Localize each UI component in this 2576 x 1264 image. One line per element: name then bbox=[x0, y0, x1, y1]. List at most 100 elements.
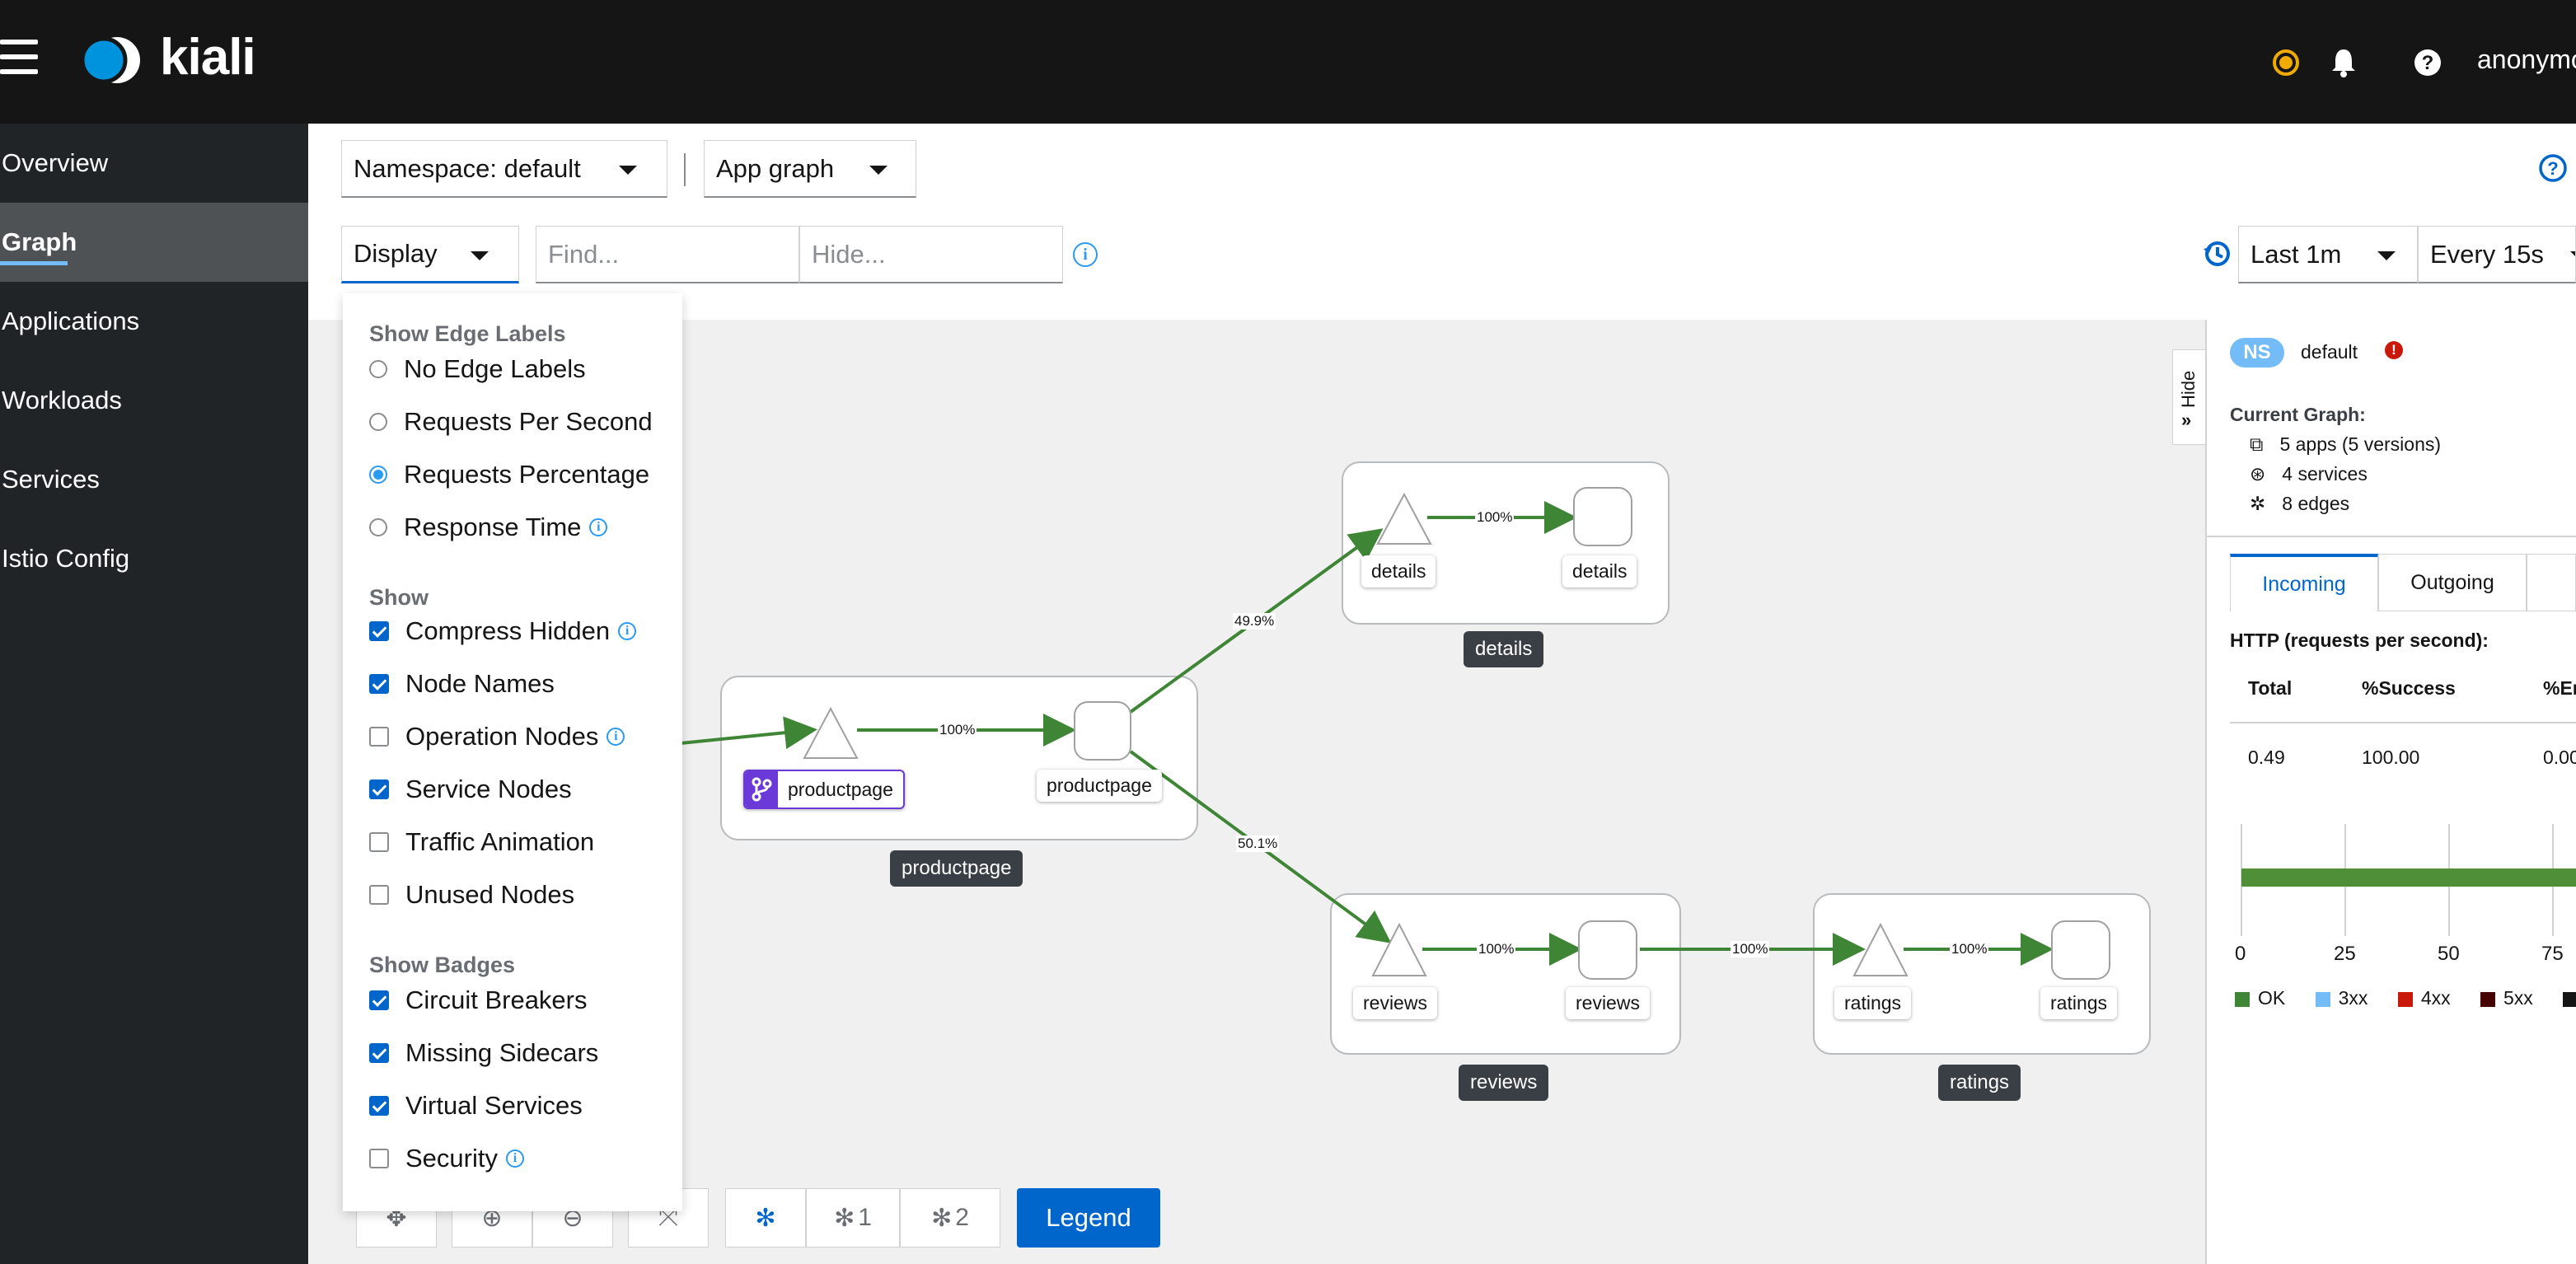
tick-75: 75 bbox=[2541, 943, 2564, 965]
col-success: %Success bbox=[2362, 677, 2456, 699]
app-label-reviews[interactable]: reviews bbox=[1353, 987, 1437, 1019]
nav-services[interactable]: Services bbox=[2, 465, 100, 494]
menu-toggle-icon[interactable] bbox=[0, 38, 40, 77]
service-node-reviews bbox=[1578, 920, 1637, 980]
http-title: HTTP (requests per second): bbox=[2230, 630, 2489, 651]
namespace-badge: NS bbox=[2230, 338, 2284, 367]
edge-label-ratings-inner: 100% bbox=[1950, 941, 1989, 957]
nav-istio-config[interactable]: Istio Config bbox=[2, 544, 130, 573]
radio-requests-per-second[interactable]: Requests Per Second bbox=[369, 405, 653, 438]
info-icon: i bbox=[607, 728, 625, 746]
nav-graph[interactable]: Graph bbox=[0, 203, 308, 282]
legend-button[interactable]: Legend bbox=[1017, 1188, 1160, 1248]
app-node-details bbox=[1376, 492, 1432, 545]
app-node-ratings bbox=[1852, 922, 1909, 976]
find-hide-help-icon[interactable]: i bbox=[1073, 242, 1098, 267]
namespace-select[interactable]: Namespace: default bbox=[341, 140, 667, 198]
checkbox-service-nodes[interactable]: Service Nodes bbox=[369, 773, 572, 806]
summary-panel bbox=[2205, 320, 2576, 1264]
sidebar: Overview Graph Applications Workloads Se… bbox=[0, 124, 308, 1264]
checkbox-virtual-services[interactable]: Virtual Services bbox=[369, 1089, 583, 1122]
box-label-details[interactable]: details bbox=[1464, 631, 1544, 667]
layout-1-button[interactable]: ✻1 bbox=[806, 1188, 900, 1248]
layout-2-button[interactable]: ✻2 bbox=[900, 1188, 1000, 1248]
app-node-productpage bbox=[803, 706, 859, 759]
status-icon[interactable] bbox=[2268, 44, 2304, 81]
box-label-reviews[interactable]: reviews bbox=[1459, 1065, 1549, 1101]
tab-outgoing[interactable]: Outgoing bbox=[2378, 554, 2527, 611]
service-label-productpage[interactable]: productpage bbox=[1037, 770, 1162, 802]
edges-icon: ✲ bbox=[2250, 493, 2266, 514]
history-icon[interactable] bbox=[2200, 237, 2233, 270]
col-error: %Er bbox=[2543, 677, 2576, 699]
edge-labels-heading: Show Edge Labels bbox=[369, 321, 566, 346]
tick-0: 0 bbox=[2235, 943, 2246, 965]
hide-panel-toggle[interactable]: Hide » bbox=[2172, 349, 2205, 445]
find-input[interactable]: Find... bbox=[536, 226, 799, 283]
app-label-details[interactable]: details bbox=[1361, 555, 1436, 588]
box-label-productpage[interactable]: productpage bbox=[890, 850, 1023, 887]
value-total: 0.49 bbox=[2248, 747, 2285, 768]
app-label-productpage[interactable]: productpage bbox=[743, 770, 905, 809]
radio-no-edge-labels[interactable]: No Edge Labels bbox=[369, 353, 586, 386]
edge-label-reviews-inner: 100% bbox=[1477, 941, 1516, 957]
tab-more[interactable] bbox=[2527, 554, 2576, 611]
tick-25: 25 bbox=[2334, 943, 2356, 965]
checkbox-unused-nodes[interactable]: Unused Nodes bbox=[369, 878, 574, 911]
graph-type-select[interactable]: App graph bbox=[704, 140, 916, 198]
duration-select[interactable]: Last 1m bbox=[2238, 226, 2418, 283]
col-total: Total bbox=[2248, 677, 2293, 699]
tab-incoming[interactable]: Incoming bbox=[2230, 554, 2378, 611]
checkbox-circuit-breakers[interactable]: Circuit Breakers bbox=[369, 984, 588, 1017]
service-label-ratings[interactable]: ratings bbox=[2040, 987, 2118, 1019]
panel-divider bbox=[2205, 536, 2576, 537]
services-icon: ⊛ bbox=[2250, 463, 2266, 485]
service-node-ratings bbox=[2051, 920, 2110, 980]
nav-applications[interactable]: Applications bbox=[2, 307, 140, 335]
graph-help-icon[interactable]: ? bbox=[2538, 153, 2568, 183]
svg-text:?: ? bbox=[2422, 52, 2434, 74]
graph-toolbar bbox=[308, 124, 2576, 320]
ok-bar bbox=[2241, 868, 2576, 887]
refresh-interval-select[interactable]: Every 15s bbox=[2418, 226, 2576, 283]
layout-default-icon[interactable]: ✻ bbox=[725, 1188, 806, 1248]
bell-icon[interactable] bbox=[2325, 44, 2362, 81]
chart-legend: OK 3xx 4xx 5xx bbox=[2235, 987, 2576, 1009]
service-label-reviews[interactable]: reviews bbox=[1566, 987, 1650, 1019]
info-icon: i bbox=[505, 1149, 524, 1168]
info-icon: i bbox=[618, 622, 637, 640]
checkbox-traffic-animation[interactable]: Traffic Animation bbox=[369, 826, 594, 859]
http-traffic-chart bbox=[2241, 824, 2576, 936]
checkbox-missing-sidecars[interactable]: Missing Sidecars bbox=[369, 1037, 598, 1070]
services-count: ⊛4 services bbox=[2250, 463, 2368, 485]
service-label-details[interactable]: details bbox=[1562, 555, 1637, 588]
kiali-logo-icon bbox=[80, 36, 140, 84]
tick-50: 50 bbox=[2438, 943, 2460, 965]
value-error: 0.00 bbox=[2543, 747, 2576, 768]
badges-heading: Show Badges bbox=[369, 953, 516, 977]
service-node-details bbox=[1573, 487, 1632, 546]
edges-count: ✲8 edges bbox=[2250, 493, 2350, 514]
app-label-ratings[interactable]: ratings bbox=[1834, 987, 1912, 1019]
svg-text:?: ? bbox=[2547, 158, 2558, 179]
value-success: 100.00 bbox=[2362, 747, 2420, 768]
help-icon[interactable]: ? bbox=[2410, 44, 2446, 81]
user-menu[interactable]: anonymous bbox=[2477, 44, 2576, 74]
edge-label-to-reviews: 50.1% bbox=[1236, 836, 1280, 852]
checkbox-node-names[interactable]: Node Names bbox=[369, 667, 555, 700]
hide-input[interactable]: Hide... bbox=[799, 226, 1063, 283]
panel-namespace[interactable]: default bbox=[2301, 341, 2358, 363]
masthead bbox=[0, 0, 2576, 124]
table-divider bbox=[2230, 722, 2576, 723]
show-heading: Show bbox=[369, 585, 429, 610]
nav-overview[interactable]: Overview bbox=[2, 148, 109, 177]
error-icon: ! bbox=[2385, 341, 2403, 359]
display-select[interactable]: Display bbox=[341, 226, 519, 283]
box-label-ratings[interactable]: ratings bbox=[1938, 1065, 2021, 1101]
nav-workloads[interactable]: Workloads bbox=[2, 386, 122, 414]
radio-requests-percentage[interactable]: Requests Percentage bbox=[369, 458, 649, 491]
